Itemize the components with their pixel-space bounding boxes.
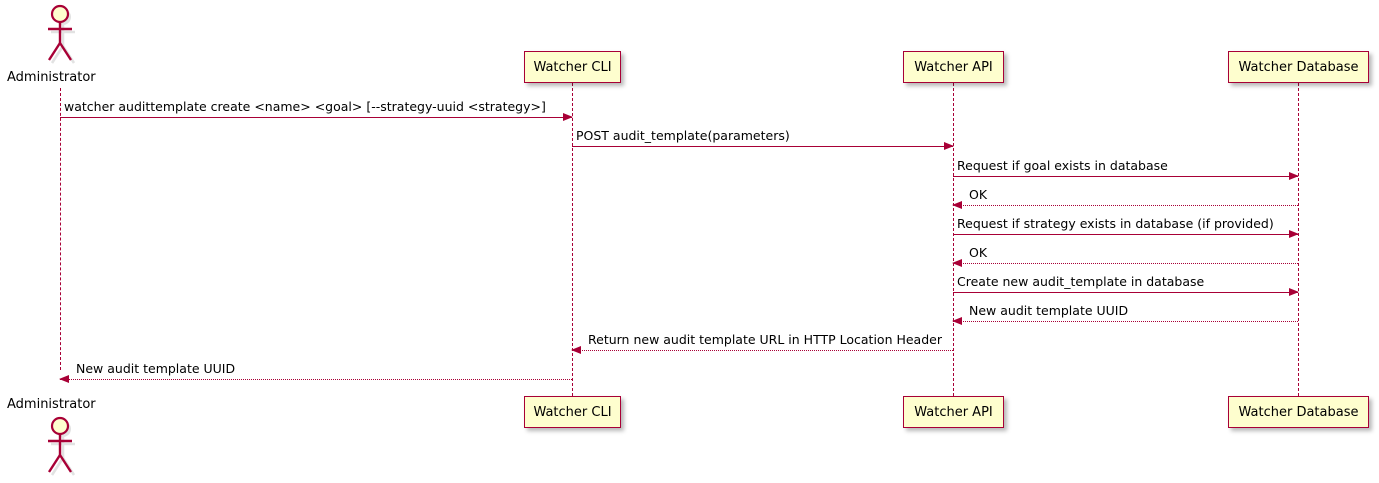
participant-watcher-database-bottom[interactable]: Watcher Database (1228, 396, 1369, 428)
message-5-label: Request if strategy exists in database (… (957, 215, 1274, 231)
actor-administrator-top (38, 2, 83, 64)
message-10-arrowhead-icon (59, 374, 69, 383)
message-10-line (60, 379, 572, 380)
participant-watcher-api-top[interactable]: Watcher API (903, 51, 1004, 83)
message-2-line (572, 146, 953, 147)
lifeline-administrator (60, 88, 61, 370)
actor-label-administrator-top: Administrator (7, 70, 96, 85)
message-5-arrowhead-icon (1289, 229, 1299, 238)
message-8-line (953, 321, 1298, 322)
lifeline-watcher-api (953, 83, 954, 396)
message-1-arrowhead-icon (563, 112, 573, 121)
message-6-line (953, 263, 1298, 264)
participant-watcher-cli-bottom[interactable]: Watcher CLI (524, 396, 621, 428)
message-6-arrowhead-icon (952, 258, 962, 267)
actor-stick-figure-icon (47, 416, 76, 476)
participant-watcher-api-bottom[interactable]: Watcher API (903, 396, 1004, 428)
message-8-arrowhead-icon (952, 316, 962, 325)
lifeline-watcher-database (1298, 83, 1299, 396)
message-10-label: New audit template UUID (76, 360, 236, 376)
message-7-label: Create new audit_template in database (957, 273, 1205, 289)
message-9-line (572, 350, 953, 351)
message-4-arrowhead-icon (952, 200, 962, 209)
message-4-line (953, 205, 1298, 206)
actor-label-administrator-bottom: Administrator (7, 397, 96, 412)
message-2-arrowhead-icon (944, 141, 954, 150)
participant-watcher-database-top[interactable]: Watcher Database (1228, 51, 1369, 83)
message-9-label: Return new audit template URL in HTTP Lo… (588, 331, 942, 347)
message-7-line (953, 292, 1298, 293)
participant-watcher-cli-top[interactable]: Watcher CLI (524, 51, 621, 83)
message-9-arrowhead-icon (571, 345, 581, 354)
message-3-label: Request if goal exists in database (957, 157, 1168, 173)
message-7-arrowhead-icon (1289, 287, 1299, 296)
message-3-line (953, 176, 1298, 177)
message-3-arrowhead-icon (1289, 171, 1299, 180)
message-1-label: watcher audittemplate create <name> <goa… (64, 98, 546, 114)
lifeline-watcher-cli (572, 83, 573, 396)
actor-stick-figure-icon (47, 4, 76, 64)
actor-administrator-bottom (38, 414, 83, 476)
message-8-label: New audit template UUID (969, 302, 1129, 318)
message-6-label: OK (969, 244, 988, 260)
message-5-line (953, 234, 1298, 235)
message-4-label: OK (969, 186, 988, 202)
message-1-line (60, 117, 572, 118)
message-2-label: POST audit_template(parameters) (576, 127, 790, 143)
